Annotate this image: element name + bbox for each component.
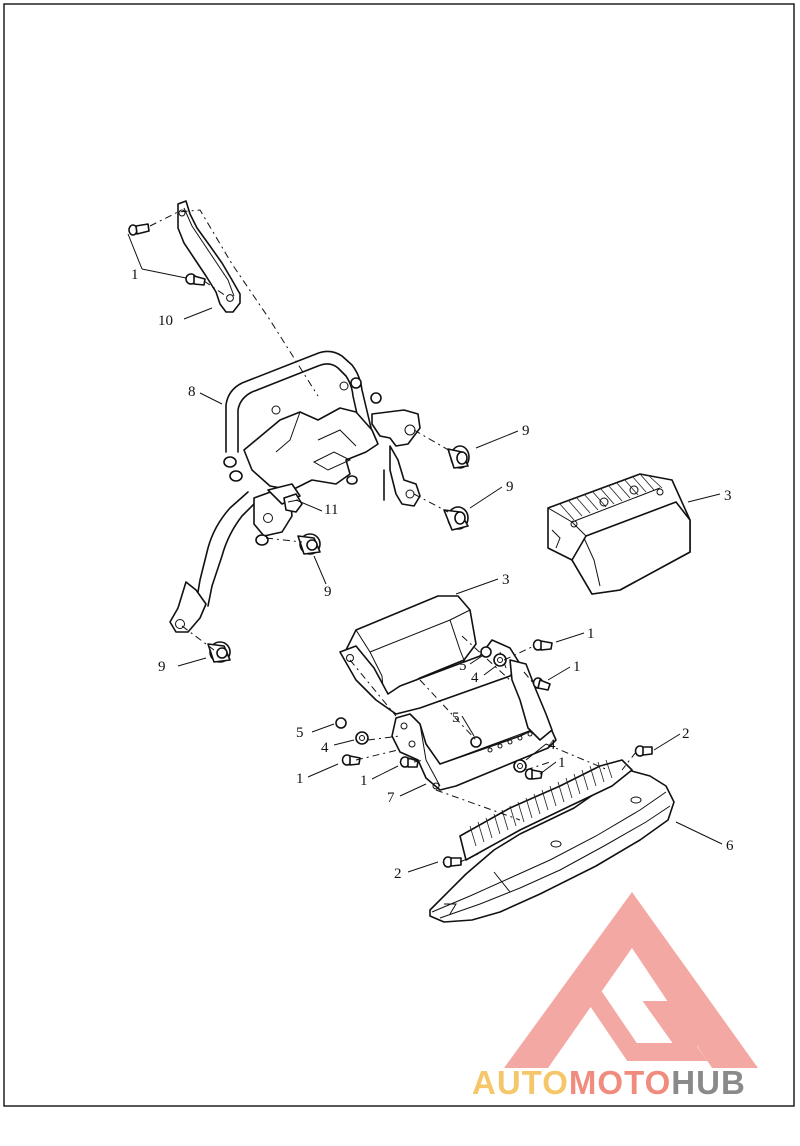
callout-1: 1 [360, 773, 368, 789]
callout-4: 4 [471, 670, 479, 686]
callout-10: 10 [158, 313, 173, 329]
washer-4-left [355, 731, 369, 745]
grommet-9-upper [447, 445, 470, 469]
callout-9: 9 [158, 659, 166, 675]
screw-2-lower [442, 856, 462, 868]
frame-8 [169, 350, 421, 633]
callout-9: 9 [522, 423, 530, 439]
callout-5: 5 [452, 710, 460, 726]
callout-9: 9 [324, 584, 332, 600]
callout-1: 1 [131, 267, 139, 283]
watermark-logo [504, 892, 758, 1068]
screw-2-upper [634, 745, 653, 757]
callout-11: 11 [324, 502, 338, 518]
watermark-moto: MOTO [569, 1064, 671, 1101]
callout-5: 5 [296, 725, 304, 741]
callout-3: 3 [724, 488, 732, 504]
callout-7: 7 [387, 790, 395, 806]
callout-4: 4 [548, 737, 556, 753]
callout-3: 3 [502, 572, 510, 588]
diagram-border [3, 3, 795, 1107]
nut-5-upper [480, 646, 492, 658]
watermark-brand: AUTOMOTOHUB [472, 1064, 746, 1101]
callout-8: 8 [188, 384, 196, 400]
leader-lines [127, 233, 723, 873]
screw-1-top [128, 223, 150, 236]
watermark-auto: AUTO [472, 1064, 569, 1101]
callout-2: 2 [682, 726, 690, 742]
module-3-right [547, 473, 691, 595]
nut-5-left [335, 717, 347, 729]
callouts: 1 10 8 9 9 11 9 9 3 3 1 1 5 4 5 4 5 4 1 … [131, 267, 734, 882]
watermark-hub: HUB [671, 1064, 746, 1101]
screw-1-left-b [399, 756, 419, 768]
bracket-7 [391, 659, 557, 791]
callout-6: 6 [726, 838, 734, 854]
washer-4-right [513, 759, 527, 773]
grommet-9-middle [443, 506, 469, 531]
screw-1-upper-b [532, 677, 551, 691]
callout-1: 1 [296, 771, 304, 787]
screw-1-left-a [341, 754, 361, 766]
callout-1: 1 [587, 626, 595, 642]
callout-5: 5 [459, 658, 467, 674]
screw-1-bracket [185, 273, 206, 286]
clip-11 [283, 493, 303, 513]
callout-4: 4 [321, 740, 329, 756]
module-3-center [339, 595, 521, 715]
screw-1-upper-a [532, 639, 553, 651]
nut-5-middle [470, 736, 482, 748]
screw-1-right [524, 768, 543, 780]
callout-9: 9 [506, 479, 514, 495]
callout-1: 1 [573, 659, 581, 675]
callout-1: 1 [558, 755, 566, 771]
assembly-lines [149, 209, 637, 863]
grommet-9-lower [297, 533, 321, 555]
tail-light-6 [429, 759, 675, 923]
bracket-10 [177, 200, 241, 313]
grommet-9-bottom [207, 641, 231, 663]
washer-4-upper [493, 653, 507, 667]
callout-2: 2 [394, 866, 402, 882]
